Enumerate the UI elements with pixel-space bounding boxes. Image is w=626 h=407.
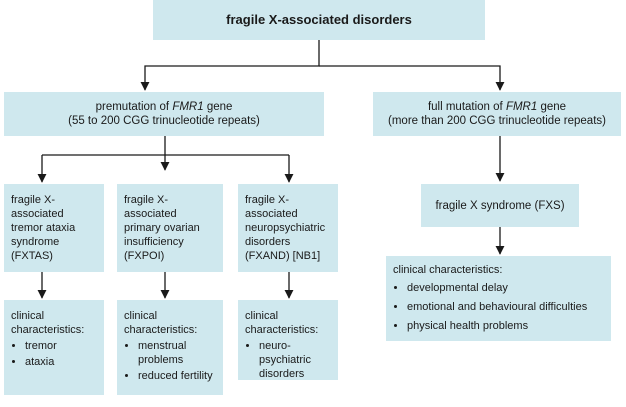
fxpoi-clinical-item: reduced fertility <box>138 369 216 383</box>
root-node: fragile X-associated disorders <box>153 0 485 40</box>
fxpoi-clinical-item: menstrual problems <box>138 339 216 367</box>
connector-root-to-branches <box>140 40 320 91</box>
fxand-clinical-heading: clinical characteristics: <box>245 310 319 336</box>
fxtas-clinical-item: tremor <box>25 339 97 353</box>
premutation-line2: (55 to 200 CGG trinucleotide repeats) <box>68 115 260 127</box>
premutation-gene: FMR1 <box>172 101 204 113</box>
fxtas-clinical: clinical characteristics: tremor ataxia <box>4 300 104 395</box>
full-mutation-node: full mutation of FMR1 gene (more than 20… <box>373 92 621 136</box>
full-mutation-line2: (more than 200 CGG trinucleotide repeats… <box>388 115 606 127</box>
fxtas-clinical-heading: clinical characteristics: <box>11 310 85 336</box>
fxpoi-clinical: clinical characteristics: menstrual prob… <box>117 300 223 395</box>
fxs-clinical: clinical characteristics: developmental … <box>386 256 611 341</box>
fxand-clinical-item: neuro-psychiatric disorders <box>259 339 331 381</box>
connector-root-to-full <box>319 65 505 91</box>
fxpoi-node: fragile X-associated primary ovarian ins… <box>117 184 223 272</box>
fxand-clinical: clinical characteristics: neuro-psychiat… <box>238 300 338 380</box>
fxs-clinical-item: physical health problems <box>407 319 604 333</box>
full-mutation-gene: FMR1 <box>505 101 538 113</box>
fxtas-node: fragile X-associated tremor ataxia syndr… <box>4 184 104 272</box>
fxs-node: fragile X syndrome (FXS) <box>421 184 579 227</box>
fxs-clinical-heading: clinical characteristics: <box>393 264 503 276</box>
full-mutation-line1: full mutation of FMR1 gene <box>427 101 567 113</box>
fxtas-clinical-item: ataxia <box>25 355 97 369</box>
fxs-clinical-item: emotional and behavioural difficulties <box>407 300 604 314</box>
fxand-node: fragile X-associated neuropsychiatric di… <box>238 184 338 272</box>
fxpoi-clinical-heading: clinical characteristics: <box>124 310 198 336</box>
fxs-clinical-item: developmental delay <box>407 281 604 295</box>
root-label: fragile X-associated disorders <box>226 12 412 27</box>
premutation-line1: premutation of FMR1 gene <box>95 101 233 113</box>
premutation-node: premutation of FMR1 gene (55 to 200 CGG … <box>4 92 324 136</box>
